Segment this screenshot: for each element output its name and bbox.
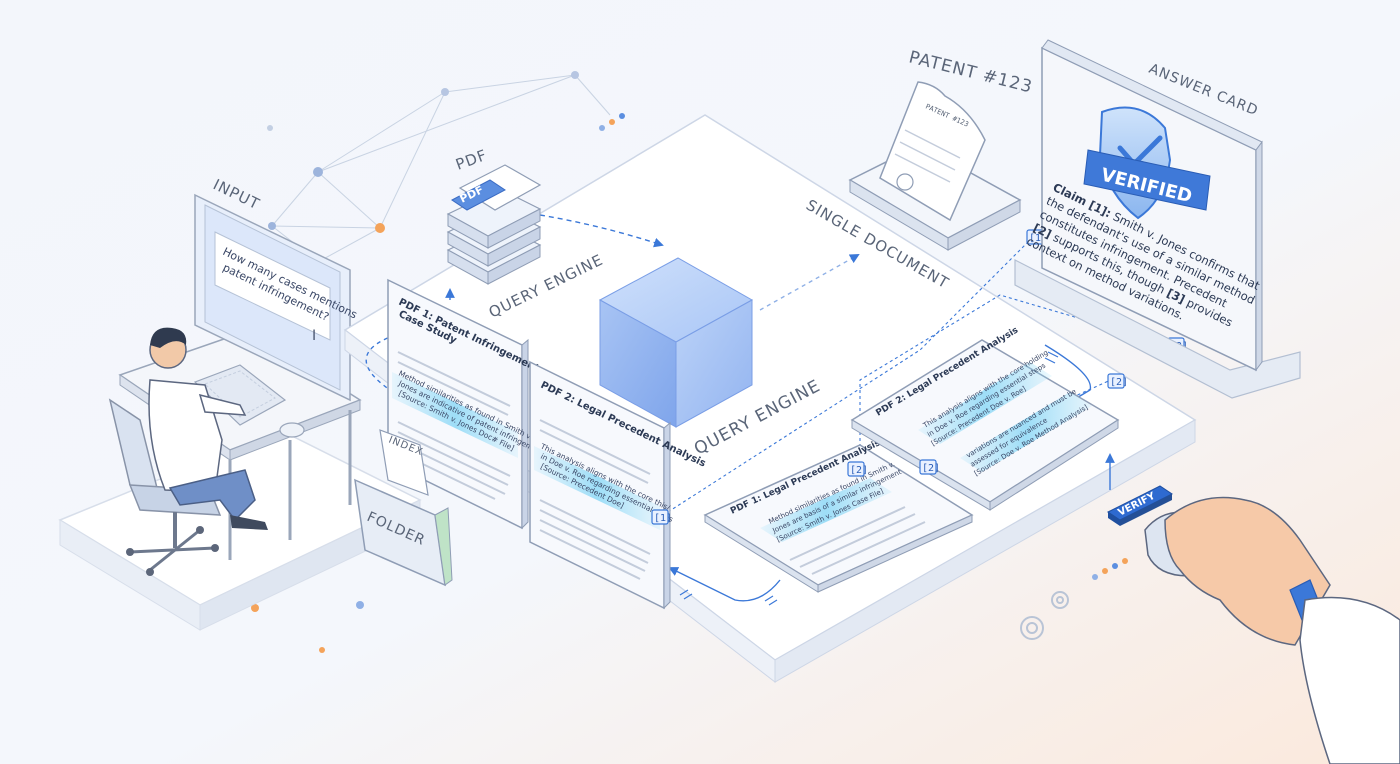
citation-badge-2c-text: [2] — [1110, 377, 1128, 388]
query-engine-cube — [598, 257, 754, 428]
gear-icon — [1020, 591, 1069, 640]
pdf2-legal-right-doc — [850, 339, 1120, 511]
pdf-stack — [446, 164, 542, 285]
citation-badge-1b-text: [1] — [1029, 233, 1047, 244]
citation-badge-1[interactable] — [651, 509, 669, 525]
desk-mouse-icon — [279, 422, 305, 438]
citation-badge-2a-text: [2] — [850, 465, 868, 476]
seal-icon — [896, 173, 914, 191]
user-person — [148, 327, 268, 530]
text-cursor-icon: I — [312, 328, 316, 344]
citation-badge-1-text: [1] — [654, 513, 672, 524]
pdf-file-icon — [451, 179, 506, 211]
citation-badge-2b-text: [2] — [922, 463, 940, 474]
flow-arrows — [365, 214, 1115, 602]
citation-badge-2c[interactable] — [1107, 373, 1125, 389]
citation-badge-2b[interactable] — [919, 459, 937, 475]
patent-document — [848, 81, 1022, 251]
verify-button[interactable] — [1107, 485, 1173, 526]
hand-with-mouse — [1144, 496, 1400, 764]
search-input[interactable] — [214, 231, 331, 341]
dash-marks — [679, 351, 1059, 606]
citation-badge-2a[interactable] — [847, 461, 865, 477]
pdf1-legal-right-doc — [703, 444, 974, 593]
folder-icon — [354, 429, 453, 587]
verified-shield-icon — [1083, 106, 1211, 220]
input-monitor — [194, 193, 351, 402]
